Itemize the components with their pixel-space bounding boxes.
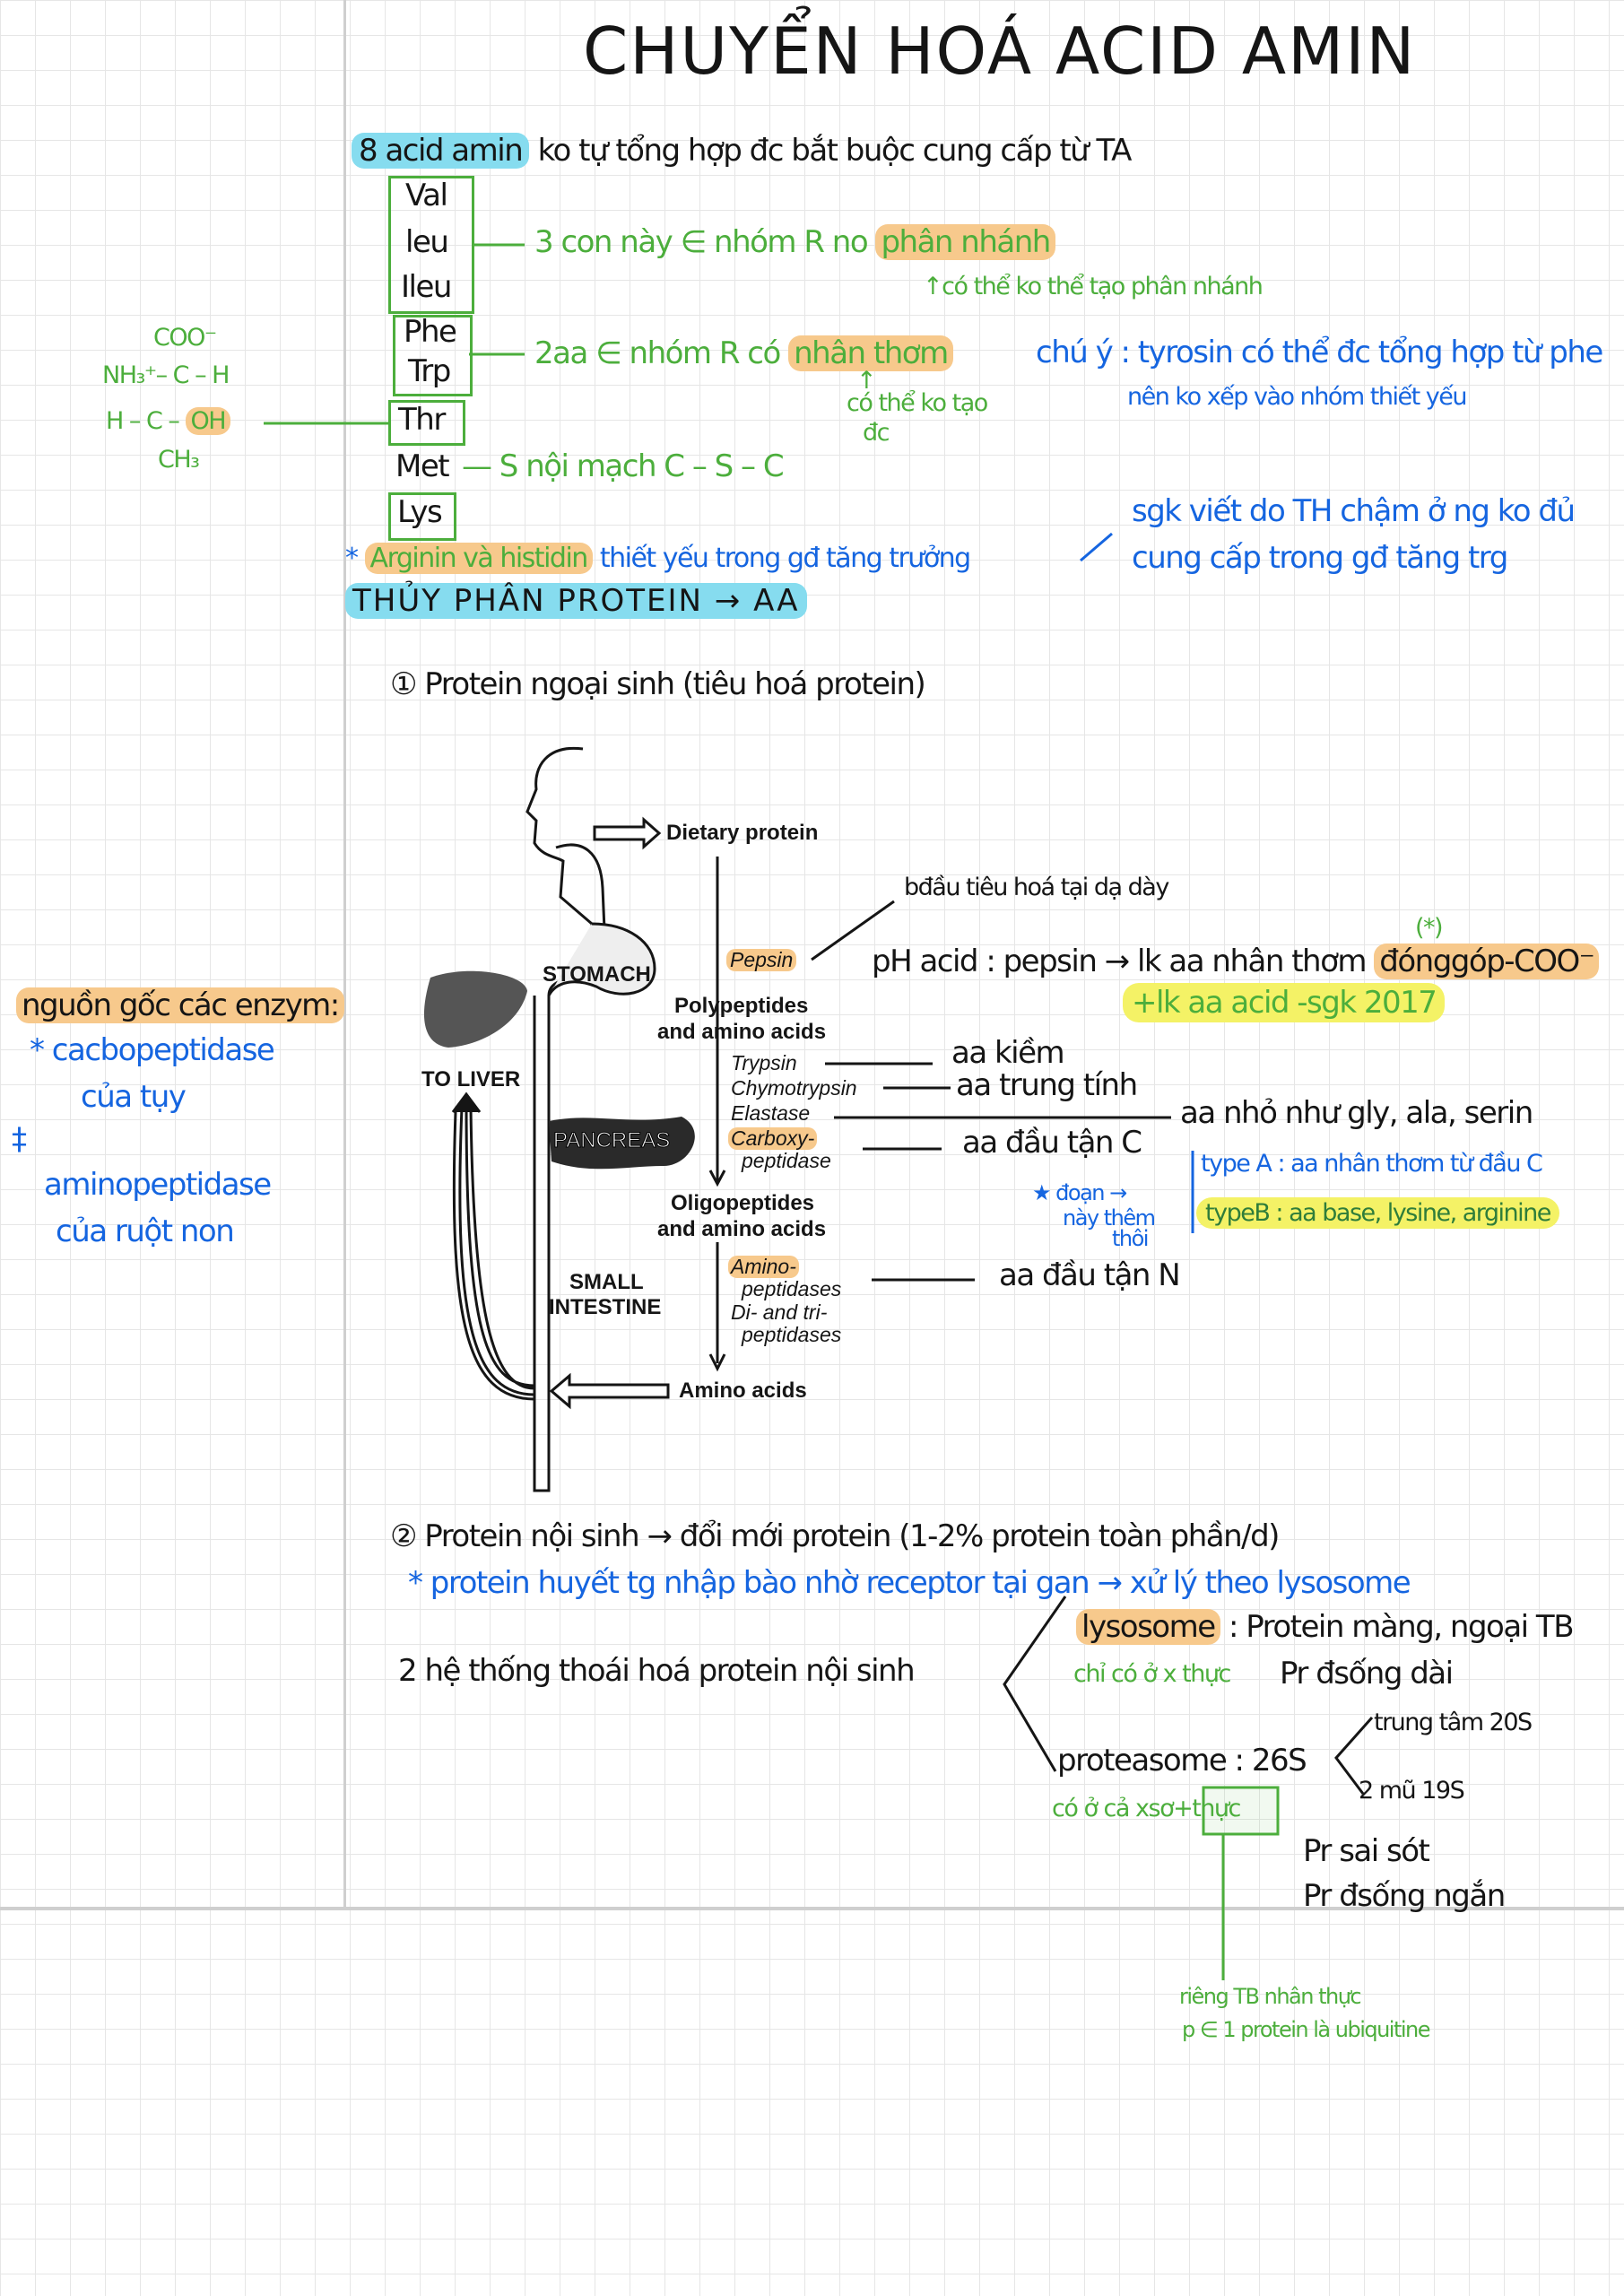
molecule-row1: NH₃⁺– C – H — [102, 361, 230, 389]
origin-carboxypeptidase: * cacbopeptidase — [30, 1032, 275, 1068]
molecule-ch3: CH₃ — [158, 446, 200, 474]
sgk-note-2: cung cấp trong gđ tăng trg — [1132, 540, 1508, 576]
note-asterisk: (*) — [1415, 914, 1444, 942]
molecule-coo: COO⁻ — [153, 324, 217, 352]
note-type-b: typeB : aa base, lysine, arginine — [1196, 1197, 1559, 1229]
aromatic-note: 2aa ∈ nhóm R có nhân thơm — [534, 335, 953, 371]
label-to-liver: TO LIVER — [421, 1067, 521, 1091]
molecule-row2: H – C – OH — [106, 407, 231, 435]
label-polypeptides-2: and amino acids — [657, 1020, 827, 1044]
aa-trp: Trp — [408, 353, 451, 389]
systems-label: 2 hệ thống thoái hoá protein nội sinh — [398, 1653, 916, 1689]
section-1-heading: ① Protein ngoại sinh (tiêu hoá protein) — [390, 666, 926, 702]
note-small-aa: aa nhỏ như gly, ala, serin — [1180, 1095, 1533, 1131]
label-elastase: Elastase — [731, 1101, 811, 1125]
label-amino-acids: Amino acids — [679, 1378, 807, 1403]
origin-aminopeptidase: aminopeptidase — [44, 1167, 272, 1203]
aa-leu: leu — [405, 224, 449, 260]
pancreas-icon — [549, 1117, 695, 1170]
aa-phe: Phe — [404, 314, 457, 350]
section-2-heading: ② Protein nội sinh → đổi mới protein (1-… — [390, 1518, 1280, 1554]
aa-met: Met — [395, 448, 450, 484]
core-20s: trung tâm 20S — [1374, 1709, 1533, 1736]
note-sgk2017: +lk aa acid -sgk 2017 — [1123, 983, 1446, 1022]
aromatic-subnote: có thể ko tạo — [847, 389, 988, 417]
short-lived-protein: Pr đsống ngắn — [1303, 1878, 1506, 1914]
aa-lys: Lys — [397, 494, 443, 530]
lysosome-line: lysosome : Protein màng, ngoại TB — [1076, 1609, 1575, 1645]
label-aminopeptidases-2: peptidases — [742, 1277, 842, 1300]
met-note: — S nội mạch C – S – C — [462, 448, 785, 484]
label-intestine: INTESTINE — [549, 1295, 662, 1319]
note-type-a: type A : aa nhân thơm từ đầu C — [1201, 1150, 1543, 1178]
aa-val: Val — [405, 178, 448, 213]
aromatic-arrow: ↑ — [856, 367, 877, 395]
absorb-arrow-icon — [549, 1372, 670, 1410]
label-chymotrypsin: Chymotrypsin — [731, 1076, 857, 1100]
aa-ileu: Ileu — [401, 269, 452, 305]
origin-title: nguồn gốc các enzym: — [16, 987, 344, 1023]
branched-subnote: ↑có thể ko thể tạo phân nhánh — [923, 273, 1264, 300]
note-extra-3: thôi — [1112, 1226, 1149, 1251]
branched-aa-box — [388, 176, 474, 314]
lysosome-long-lived: Pr đsống dài — [1280, 1656, 1454, 1692]
tyrosine-note: chú ý : tyrosin có thể đc tổng hợp từ ph… — [1036, 335, 1603, 370]
label-carboxy: Carboxy- — [728, 1126, 818, 1151]
arginine-note: * Arginin và histidin thiết yếu trong gđ… — [345, 543, 971, 574]
dietary-arrow-icon — [593, 816, 662, 850]
intestine-tube-icon — [533, 976, 584, 1492]
note-pepsin: pH acid : pepsin → lk aa nhân thơm đóngg… — [872, 944, 1600, 979]
note-c-terminal: aa đầu tận C — [962, 1125, 1142, 1161]
portal-arrows-icon — [452, 1102, 535, 1401]
hydrolysis-heading: THỦY PHÂN PROTEIN → AA — [345, 583, 807, 619]
label-aminopeptidases: Amino- — [728, 1255, 799, 1279]
lys-box — [388, 492, 456, 541]
label-stomach: STOMACH — [543, 962, 651, 987]
sgk-note: sgk viết do TH chậm ở ng ko đủ — [1132, 493, 1576, 529]
label-pancreas: PANCREAS — [552, 1128, 671, 1153]
aromatic-subnote-2: đc — [863, 419, 890, 447]
aa-thr: Thr — [398, 402, 446, 438]
label-carboxy-2: peptidase — [742, 1149, 831, 1172]
liver-icon — [423, 970, 527, 1048]
note-extra: ★ đoạn → — [1032, 1180, 1127, 1205]
cap-19s: 2 mũ 19S — [1359, 1777, 1465, 1805]
label-ditri-2: peptidases — [742, 1323, 842, 1346]
misfolded-protein: Pr sai sót — [1303, 1833, 1430, 1869]
label-polypeptides: Polypeptides — [674, 994, 809, 1018]
origin-small-intestine: của ruột non — [56, 1213, 235, 1249]
proteasome-note: có ở cả xsơ+thực — [1052, 1795, 1241, 1822]
note-stomach-start: bđầu tiêu hoá tại dạ dày — [904, 874, 1169, 901]
page-title: CHUYỂN HOÁ ACID AMIN — [583, 13, 1417, 89]
label-dietary-protein: Dietary protein — [666, 821, 819, 845]
stomach-icon — [547, 922, 656, 996]
label-oligopeptides-2: and amino acids — [657, 1217, 827, 1241]
section-2-note: * protein huyết tg nhập bào nhờ receptor… — [408, 1565, 1411, 1601]
ubiquitin-note-2: p ∈ 1 protein là ubiquitine — [1182, 2017, 1431, 2042]
label-trypsin: Trypsin — [731, 1051, 797, 1074]
head-outline-icon — [525, 746, 601, 974]
lysosome-note: chỉ có ở x thực — [1073, 1660, 1231, 1688]
label-ditri: Di- and tri- — [731, 1300, 828, 1324]
label-pepsin: Pepsin — [726, 948, 797, 972]
note-n-terminal: aa đầu tận N — [999, 1257, 1181, 1293]
tyrosine-note-2: nên ko xếp vào nhóm thiết yếu — [1127, 383, 1467, 411]
ubiquitin-note: riêng TB nhân thực — [1179, 1984, 1362, 2009]
page-divider — [0, 1907, 1624, 1910]
label-oligopeptides: Oligopeptides — [671, 1191, 815, 1215]
branched-note: 3 con này ∈ nhóm R no phân nhánh — [534, 224, 1055, 260]
essential-line: 8 acid amin ko tự tổng hợp đc bắt buộc c… — [352, 133, 1132, 169]
proteasome-line: proteasome : 26S — [1057, 1743, 1307, 1779]
note-trung-tinh: aa trung tính — [956, 1067, 1138, 1103]
notebook-margin-line — [343, 0, 346, 1909]
note-extra-2: này thêm — [1063, 1205, 1156, 1231]
origin-separator: ‡ — [12, 1121, 27, 1157]
label-small: SMALL — [569, 1270, 644, 1294]
thr-box — [388, 400, 465, 446]
note-kiem: aa kiềm — [951, 1035, 1065, 1071]
aromatic-aa-box — [393, 315, 473, 396]
origin-pancreas: của tụy — [81, 1079, 187, 1115]
